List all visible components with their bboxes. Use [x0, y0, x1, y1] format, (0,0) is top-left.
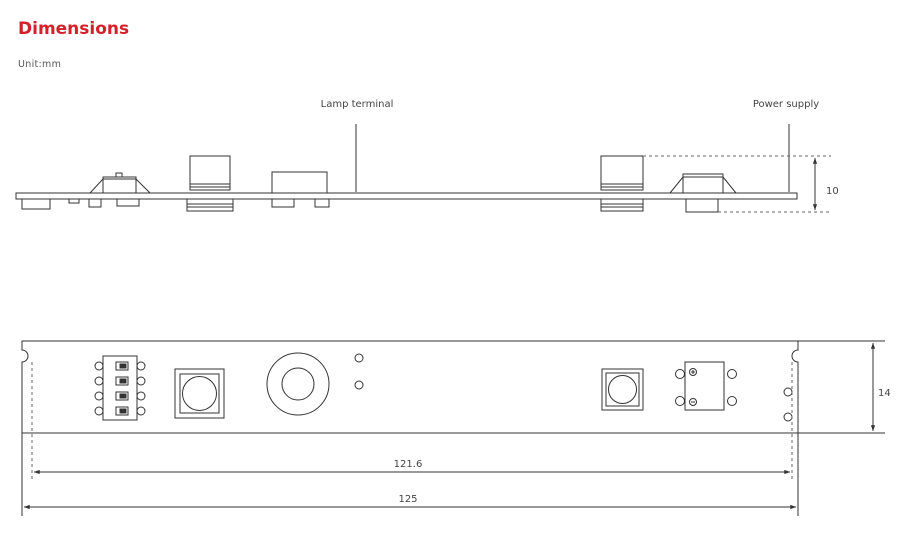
dip-switch-side [89, 172, 151, 194]
mounting-hole [354, 380, 364, 390]
top-height-dimension [798, 340, 885, 434]
bottom-component [186, 198, 234, 212]
dip-switch-top [94, 355, 146, 421]
bottom-component [271, 198, 295, 208]
bottom-component [88, 198, 102, 208]
width-dimensions [21, 362, 799, 516]
mounting-hole [783, 412, 793, 422]
capacitor-top [266, 352, 330, 416]
pcb-board-top [21, 340, 799, 434]
mounting-hole [354, 353, 364, 363]
inductor-top-left [174, 368, 225, 419]
inductor-top-right [601, 368, 644, 411]
minus-terminal-icon [689, 398, 697, 406]
power-connector-side [669, 173, 737, 194]
capacitor-side [189, 155, 231, 191]
top-height-value: 14 [878, 388, 891, 399]
bottom-component [68, 198, 80, 204]
side-view [15, 124, 831, 213]
lamp-terminal-block-side [271, 171, 328, 194]
plus-terminal-icon [689, 368, 697, 376]
bottom-component [600, 198, 644, 212]
bottom-component [685, 198, 719, 213]
overall-width-value: 125 [398, 494, 417, 505]
capacitor-side-right [600, 155, 644, 191]
page-title: Dimensions [18, 19, 130, 39]
lamp-terminal-label: Lamp terminal [321, 99, 394, 110]
bottom-component [314, 198, 330, 208]
side-height-dimension [643, 155, 831, 213]
top-view [21, 340, 885, 516]
pcb-board-side [15, 192, 798, 200]
mounting-hole [783, 387, 793, 397]
bottom-component [21, 198, 51, 210]
power-connector-top [675, 361, 737, 411]
inner-width-value: 121.6 [394, 459, 423, 470]
side-height-value: 10 [826, 186, 839, 197]
power-supply-label: Power supply [753, 99, 819, 110]
bottom-component [116, 198, 140, 207]
unit-label: Unit:mm [18, 59, 62, 70]
